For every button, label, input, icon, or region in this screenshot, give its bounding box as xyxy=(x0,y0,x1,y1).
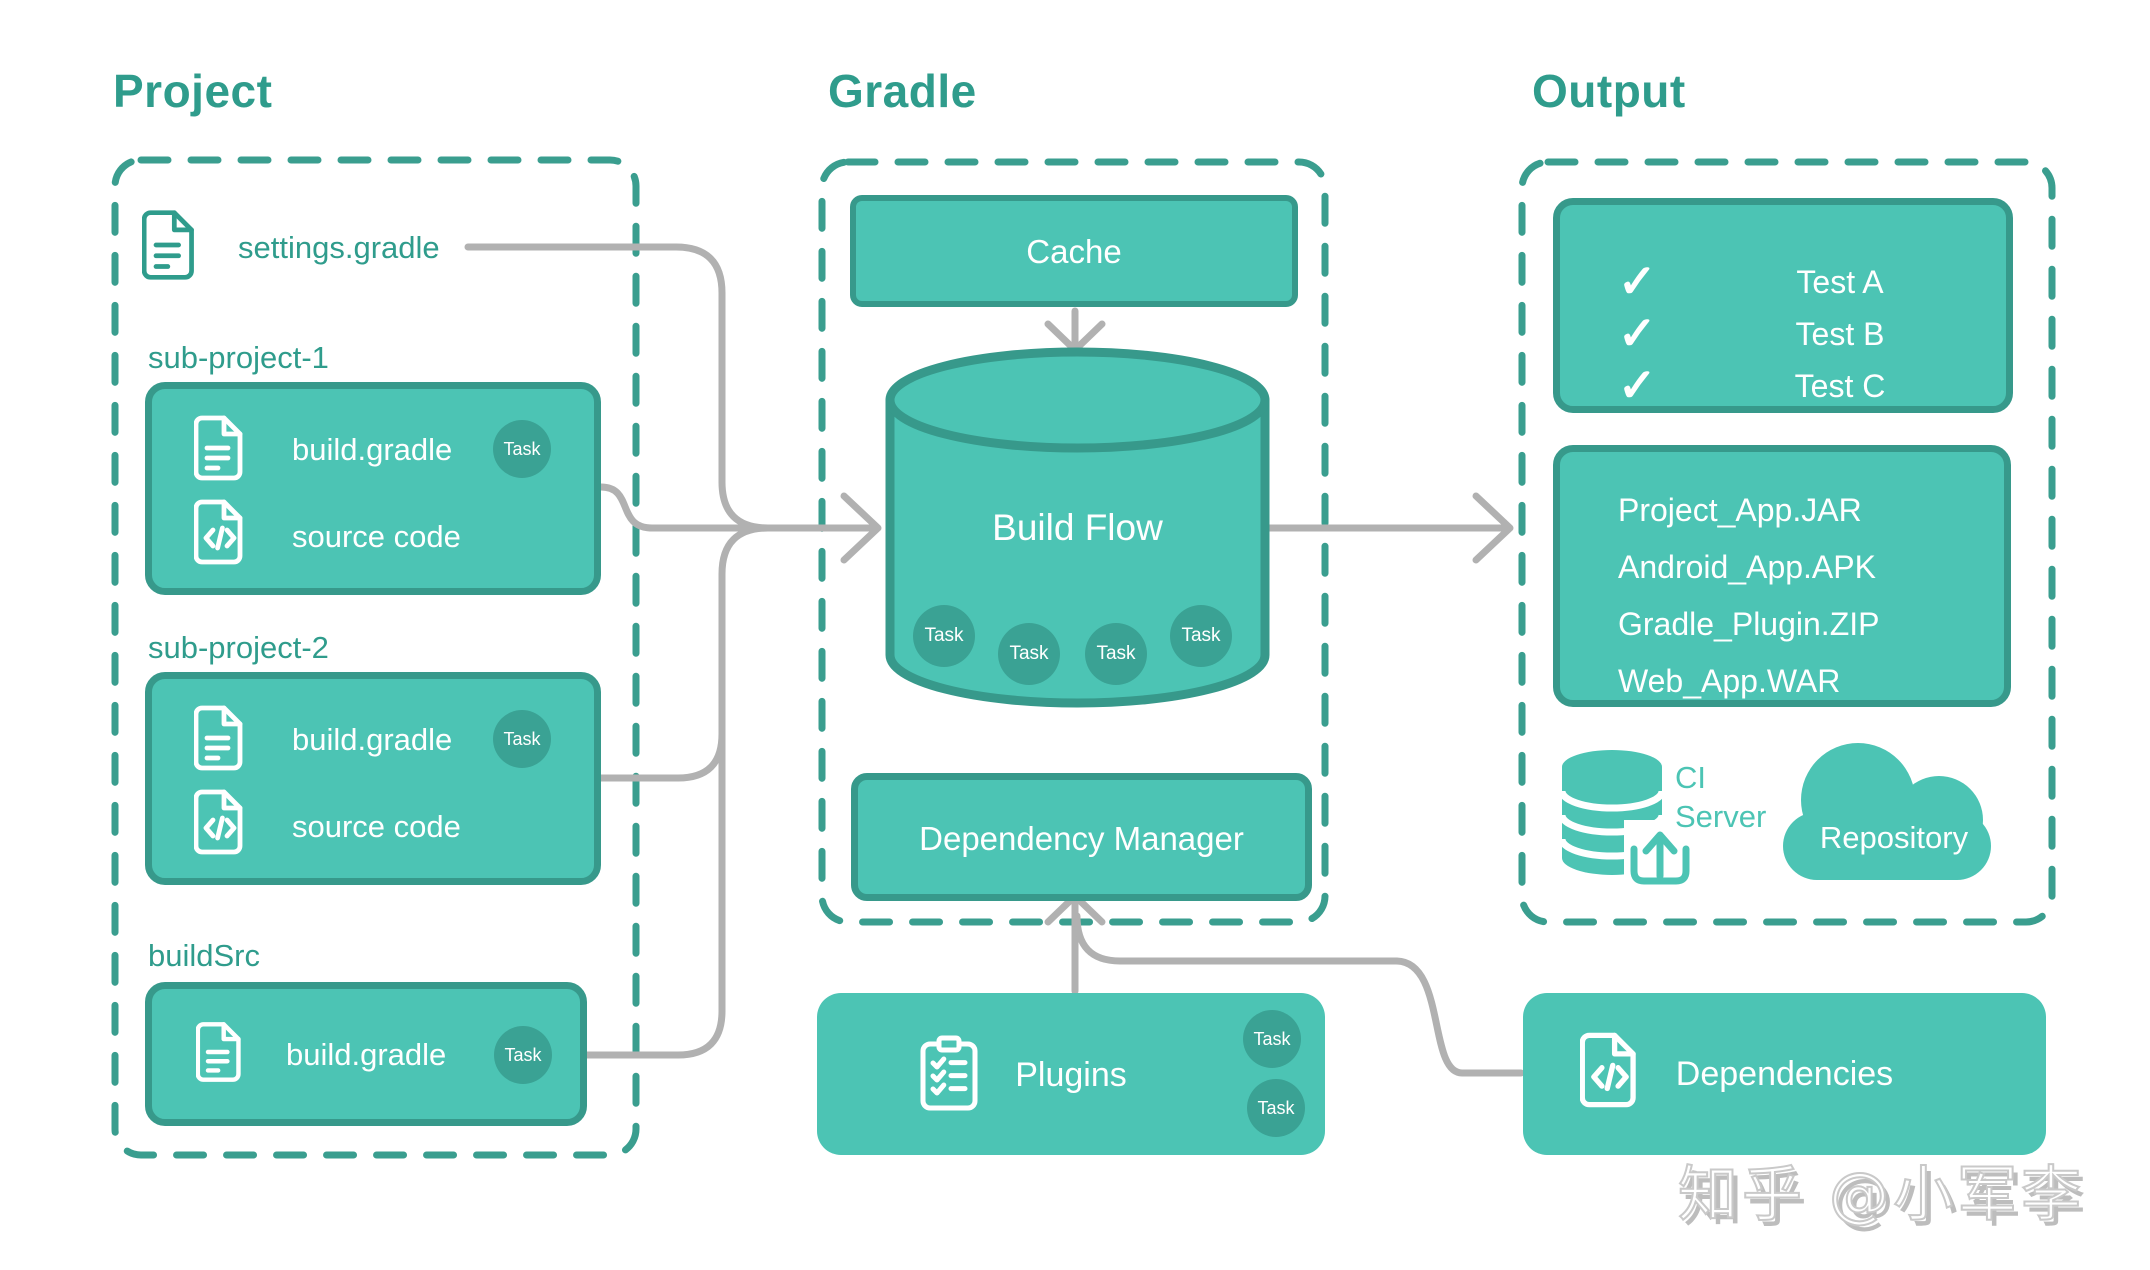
source-code-label: source code xyxy=(292,809,461,844)
connector-settings xyxy=(464,243,772,532)
dependencies-curve xyxy=(1073,912,1525,1077)
repository-label: Repository xyxy=(1819,820,1969,855)
output-section-title: Output xyxy=(1532,65,1686,117)
check-icon: ✓ xyxy=(1618,359,1657,411)
check-icon: ✓ xyxy=(1618,255,1657,307)
source-code-label: source code xyxy=(292,519,461,554)
build-gradle-label: build.gradle xyxy=(292,722,453,757)
task-badge: Task xyxy=(493,710,551,768)
subproject-1-name: sub-project-1 xyxy=(148,340,329,375)
task-badge: Task xyxy=(1243,1010,1301,1068)
project-boundary xyxy=(111,156,640,1159)
connector-buildsrc xyxy=(572,586,726,1059)
dependencies-box: Dependencies xyxy=(1523,993,2046,1155)
artifacts-box: Project_App.JAR Android_App.APK Gradle_P… xyxy=(1553,445,2011,707)
settings-file-label: settings.gradle xyxy=(238,230,440,265)
upload-icon xyxy=(1630,845,1690,885)
repository-cloud-icon xyxy=(1783,743,1991,880)
build-gradle-label: build.gradle xyxy=(292,432,453,467)
buildsrc-name: buildSrc xyxy=(148,938,260,973)
cache-box: Cache xyxy=(850,195,1298,307)
subproject-2-name: sub-project-2 xyxy=(148,630,329,665)
connector-subproject-1 xyxy=(597,483,656,532)
source-code-file-icon xyxy=(193,499,246,570)
artifact-item: Android_App.APK xyxy=(1618,549,1876,585)
subproject-1-box: build.gradle Task source code xyxy=(145,382,601,595)
task-badge: Task xyxy=(493,420,551,478)
task-badge: Task xyxy=(913,605,975,667)
artifact-item: Gradle_Plugin.ZIP xyxy=(1618,606,1880,642)
build-gradle-file-icon xyxy=(193,705,246,776)
ci-server-database-icon xyxy=(1558,750,1702,894)
dependencies-code-file-icon xyxy=(1579,1032,1640,1113)
ci-server-label-line2: Server xyxy=(1675,799,1767,834)
plugins-label: Plugins xyxy=(1015,1056,1127,1094)
project-section-title: Project xyxy=(113,65,273,117)
settings-file-icon xyxy=(141,210,198,285)
source-code-file-icon xyxy=(193,789,246,860)
output-boundary xyxy=(1518,158,2056,926)
task-badge: Task xyxy=(494,1026,552,1084)
connector-subproject-2 xyxy=(597,524,772,782)
tests-box: ✓ Test A ✓ Test B ✓ Test C xyxy=(1553,198,2013,413)
task-badge: Task xyxy=(1085,623,1147,685)
dependency-manager-box: Dependency Manager xyxy=(851,773,1312,901)
dependencies-label: Dependencies xyxy=(1675,1055,1894,1093)
subproject-2-box: build.gradle Task source code xyxy=(145,672,601,885)
task-badge: Task xyxy=(1170,605,1232,667)
artifact-item: Project_App.JAR xyxy=(1618,492,1862,528)
plugins-checklist-icon xyxy=(919,1033,979,1120)
test-item: Test C xyxy=(1794,368,1886,404)
main-arrowhead-icon xyxy=(840,492,882,564)
build-gradle-file-icon xyxy=(195,1021,244,1088)
artifact-item: Web_App.WAR xyxy=(1618,663,1841,699)
build-flow-label: Build Flow xyxy=(992,507,1163,548)
test-item: Test B xyxy=(1795,316,1885,352)
build-gradle-file-icon xyxy=(193,415,246,486)
task-badge: Task xyxy=(1247,1079,1305,1137)
flow-output-arrowhead-icon xyxy=(1472,492,1514,564)
check-icon: ✓ xyxy=(1618,307,1657,359)
buildsrc-box: build.gradle Task xyxy=(145,982,587,1126)
ci-server-label-line1: CI xyxy=(1675,760,1706,795)
dependency-manager-label: Dependency Manager xyxy=(919,820,1244,857)
task-badge: Task xyxy=(998,623,1060,685)
gradle-section-title: Gradle xyxy=(828,65,977,117)
plugins-box: Plugins Task Task xyxy=(817,993,1325,1155)
cache-label: Cache xyxy=(1026,233,1122,270)
build-gradle-label: build.gradle xyxy=(286,1037,447,1072)
test-item: Test A xyxy=(1796,264,1884,300)
watermark: 知乎 @小军李 xyxy=(1677,1159,2086,1231)
